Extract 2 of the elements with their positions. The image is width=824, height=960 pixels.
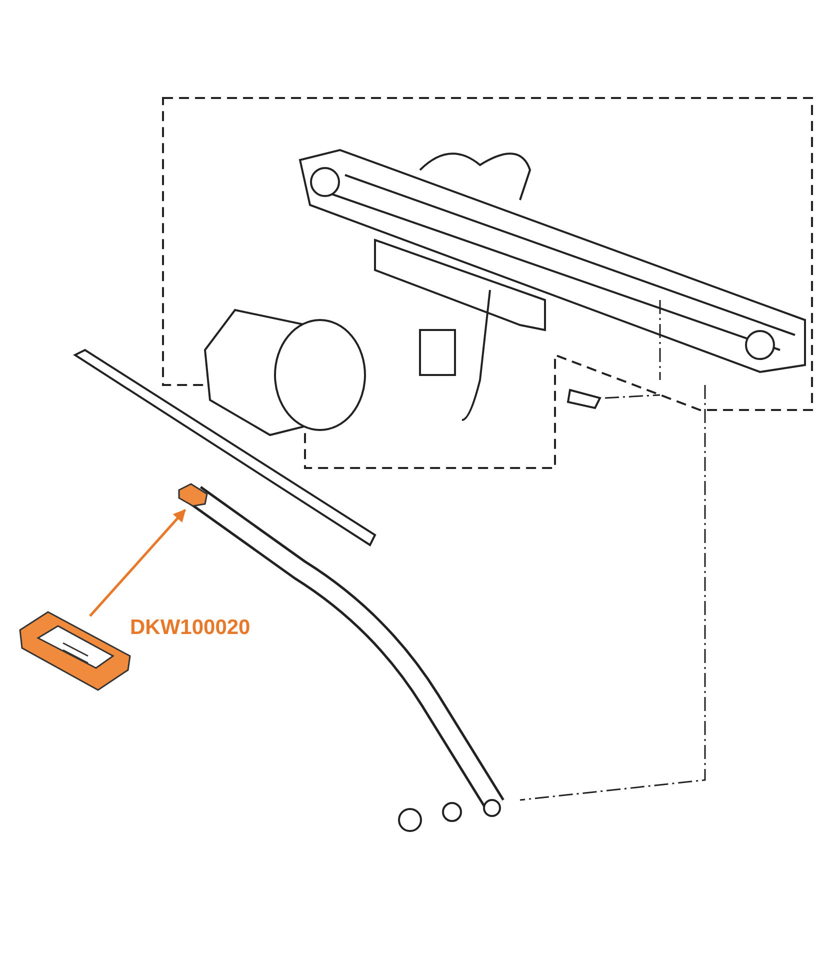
arrow	[89, 509, 186, 617]
part-number: DKW100020	[130, 616, 250, 640]
